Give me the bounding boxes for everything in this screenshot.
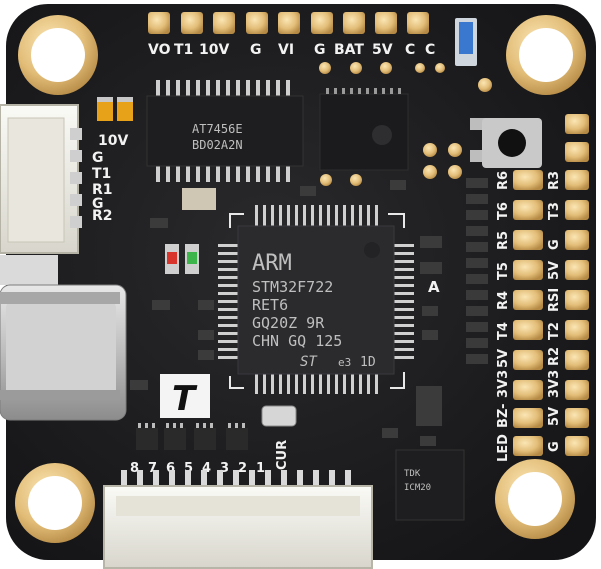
label-bz: BZ- — [496, 403, 511, 428]
label-b7: 7 — [148, 461, 157, 476]
label-5v-lower: 5V — [496, 349, 511, 368]
mcu-chip: ARM STM32F722 RET6 GQ20Z 9R CHN GQ 125 S… — [218, 205, 414, 394]
osd-chip: AT7456E BD02A2N — [146, 80, 304, 182]
pin-a-label: A — [428, 278, 440, 296]
label-r4: R4 — [496, 291, 511, 310]
label-t4: T4 — [496, 322, 511, 340]
label-b6: 6 — [166, 461, 175, 476]
label-r5: R5 — [496, 231, 511, 250]
label-t2: T2 — [547, 322, 562, 340]
gyro-chip: TDK ICM20 — [395, 449, 465, 521]
bottom-silk-labels: 8 7 6 5 4 3 2 1 CUR — [130, 440, 290, 476]
mounting-hole-top-left — [18, 15, 98, 95]
right-silk-labels-b: R3 T3 G 5V RSI T2 R2 — [547, 171, 562, 366]
push-button — [470, 118, 542, 168]
label-left-r2: R2 — [92, 208, 113, 224]
boot-switch-cap — [459, 22, 473, 54]
tantalum-cap — [117, 97, 133, 121]
gyro-line2: ICM20 — [404, 483, 431, 493]
label-5v-lower2: 5V — [547, 407, 562, 426]
top-solder-pads — [148, 12, 429, 34]
label-5v: 5V — [372, 42, 393, 58]
label-c2: C — [425, 42, 435, 58]
brand-logo-letter: T — [172, 379, 198, 419]
mcu-outline-marks — [229, 213, 405, 389]
right-silk-labels-a: R6 T6 R5 T5 R4 T4 — [496, 171, 511, 340]
label-3v3-lower2: 3V3 — [547, 370, 562, 398]
mcu-line1: STM32F722 — [252, 278, 333, 296]
label-r6: R6 — [496, 171, 511, 190]
label-r2-right: R2 — [547, 347, 562, 366]
label-t1: T1 — [174, 42, 193, 58]
label-left-g2: G — [92, 196, 104, 212]
left-silk-labels: 10V G T1 R1 G R2 — [92, 133, 128, 224]
mounting-hole-top-right — [506, 15, 586, 95]
top-silk-labels: VO T1 10V G VI G BAT 5V C C — [148, 42, 435, 58]
label-left-t1: T1 — [92, 166, 111, 182]
mcu-mark1: e3 — [338, 356, 351, 369]
label-bat: BAT — [334, 42, 364, 58]
label-cur: CUR — [275, 440, 290, 470]
mounting-hole-bottom-right — [495, 459, 575, 539]
mcu-brand: ARM — [252, 251, 292, 276]
gyro-line1: TDK — [404, 469, 421, 479]
label-t5: T5 — [496, 262, 511, 280]
st-logo: ST — [300, 354, 318, 370]
mcu-line2: RET6 — [252, 296, 288, 314]
label-r3: R3 — [547, 171, 562, 190]
mcu-mark2: 1D — [360, 355, 376, 370]
right-silk-labels-lower: 5V 3V3 BZ- LED G 5V 3V3 — [496, 349, 562, 462]
label-5v-right: 5V — [547, 261, 562, 280]
label-left-r1: R1 — [92, 182, 113, 198]
label-rsi: RSI — [547, 288, 562, 312]
label-left-10v: 10V — [98, 133, 128, 149]
label-t3: T3 — [547, 202, 562, 220]
label-b3: 3 — [220, 461, 229, 476]
bottom-jst-connector — [103, 470, 373, 569]
label-vo: VO — [148, 42, 171, 58]
resistor-array — [466, 178, 488, 364]
label-b4: 4 — [202, 461, 211, 476]
label-t6: T6 — [496, 202, 511, 220]
label-b8: 8 — [130, 461, 139, 476]
mcu-line4: CHN GQ 125 — [252, 332, 342, 350]
smd-components — [130, 180, 442, 446]
usb-c-port — [0, 255, 127, 421]
esc-chip-row — [136, 423, 248, 450]
mcu-line3: GQ20Z 9R — [252, 314, 325, 332]
tantalum-cap — [97, 97, 113, 121]
right-solder-pads — [513, 114, 589, 456]
brand-logo: T — [160, 374, 210, 419]
label-g1: G — [250, 42, 262, 58]
label-b5: 5 — [184, 461, 193, 476]
label-g2: G — [314, 42, 326, 58]
top-vias — [319, 62, 492, 186]
osd-chip-line1: AT7456E — [192, 122, 243, 136]
label-g-right: G — [547, 239, 562, 250]
oscillator — [261, 405, 297, 427]
osd-chip-line2: BD02A2N — [192, 138, 243, 152]
flash-chip — [319, 88, 409, 171]
label-b2: 2 — [238, 461, 247, 476]
label-led: LED — [496, 434, 511, 462]
status-leds — [165, 244, 199, 274]
label-b1: 1 — [256, 461, 265, 476]
label-3v3-lower: 3V3 — [496, 370, 511, 398]
left-jst-connector — [0, 104, 82, 254]
label-10v: 10V — [199, 42, 229, 58]
mounting-hole-bottom-left — [15, 463, 95, 543]
label-g-lower: G — [547, 441, 562, 452]
label-vi: VI — [278, 42, 294, 58]
crystal — [182, 188, 216, 210]
label-c1: C — [405, 42, 415, 58]
label-left-g: G — [92, 150, 104, 166]
